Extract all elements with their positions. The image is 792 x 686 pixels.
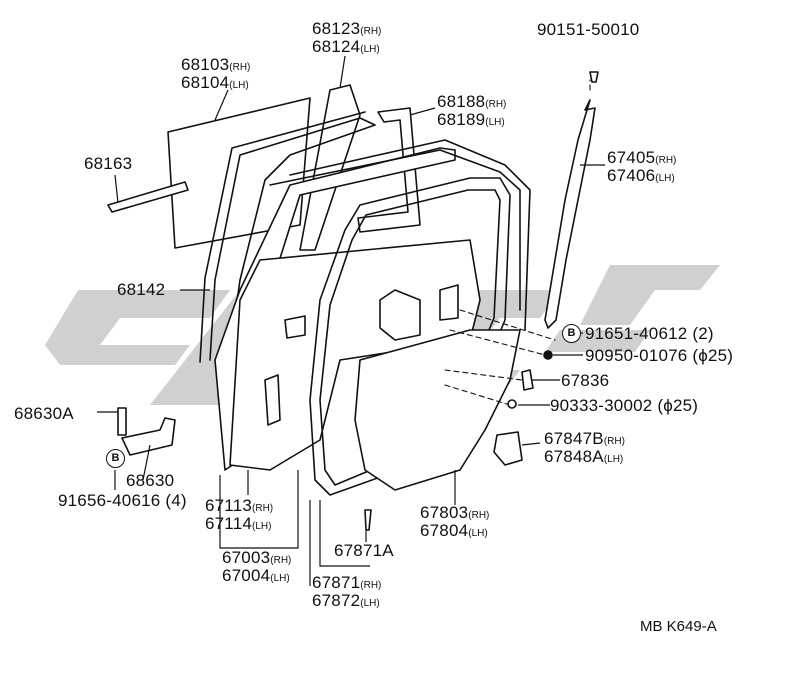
label-67803: 67803(RH)	[420, 503, 490, 522]
label-67114: 67114(LH)	[205, 514, 272, 533]
door-hinge	[121, 417, 176, 456]
label-91651-40612: 91651-40612 (2)	[585, 324, 714, 343]
label-68163: 68163	[84, 154, 133, 173]
door-glass	[167, 97, 311, 249]
label-67804: 67804(LH)	[420, 521, 488, 540]
label-68142: 68142	[117, 280, 166, 299]
label-68124: 68124(LH)	[312, 37, 380, 56]
label-67871: 67871(RH)	[312, 573, 382, 592]
rear-channel	[544, 99, 596, 329]
label-68189: 68189(LH)	[437, 110, 505, 129]
label-90950-01076: 90950-01076 (ϕ25)	[585, 346, 734, 365]
label-68103: 68103(RH)	[181, 55, 251, 74]
part-67847B	[493, 431, 523, 466]
clip-67871A	[364, 509, 372, 531]
label-67113: 67113(RH)	[205, 496, 274, 515]
label-67405: 67405(RH)	[607, 148, 677, 167]
label-67871A: 67871A	[334, 541, 394, 560]
clip-90950	[543, 350, 553, 360]
plug-90333	[507, 399, 517, 409]
label-91656-40616: 91656-40616 (4)	[58, 491, 187, 510]
screw-90151	[589, 71, 599, 83]
door-trim-board	[354, 329, 521, 491]
part-67836	[521, 369, 534, 391]
label-68123: 68123(RH)	[312, 19, 382, 38]
badge-b-right: B	[562, 324, 581, 343]
leader-lines	[97, 55, 605, 586]
label-90151-50010: 90151-50010	[537, 20, 640, 39]
label-68104: 68104(LH)	[181, 73, 249, 92]
label-67847B: 67847B(RH)	[544, 429, 625, 448]
badge-b-left: B	[106, 449, 125, 468]
label-67004: 67004(LH)	[222, 566, 290, 585]
label-67836: 67836	[561, 371, 610, 390]
label-67003: 67003(RH)	[222, 548, 292, 567]
label-68188: 68188(RH)	[437, 92, 507, 111]
label-67848A: 67848A(LH)	[544, 447, 624, 466]
label-68630: 68630	[126, 471, 175, 490]
label-90333-30002: 90333-30002 (ϕ25)	[550, 396, 699, 415]
label-68630A: 68630A	[14, 404, 74, 423]
window-weatherstrip	[209, 117, 376, 366]
label-67872: 67872(LH)	[312, 591, 380, 610]
diagram-reference-code: MB K649-A	[640, 618, 717, 635]
belt-moulding	[107, 181, 189, 213]
bolt-68630A	[117, 407, 127, 436]
label-67406: 67406(LH)	[607, 166, 675, 185]
